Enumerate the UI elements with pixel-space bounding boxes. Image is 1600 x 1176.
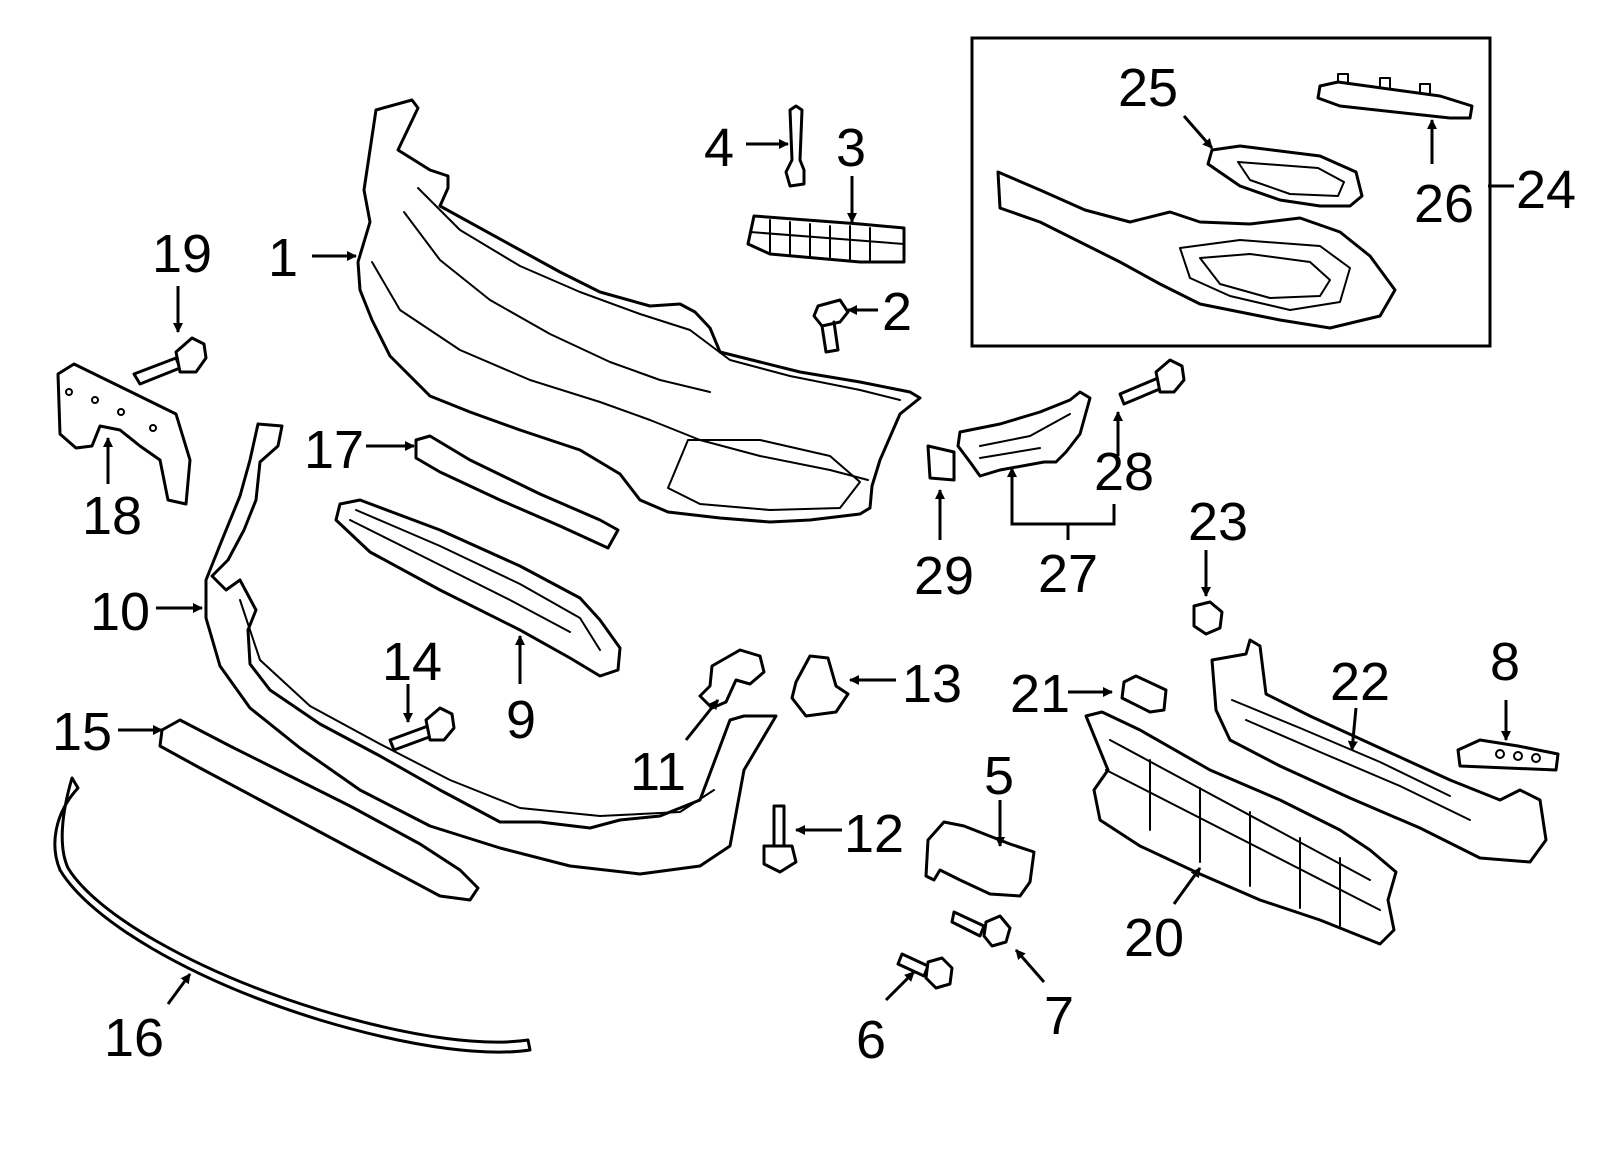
callout-6: 6	[856, 1010, 886, 1070]
air-guide-27-inner	[979, 413, 1071, 459]
callout-19: 19	[152, 224, 212, 284]
callout-8: 8	[1490, 632, 1520, 692]
grille-insert-inner-2	[1199, 253, 1331, 299]
callout-28: 28	[1094, 442, 1154, 502]
callout-18: 18	[82, 486, 142, 546]
air-guide-27-part	[956, 390, 1092, 478]
bracket-3-part	[746, 214, 906, 264]
deflector-15-part	[158, 718, 480, 902]
callout-4: 4	[704, 118, 734, 178]
bracket-3-ribs	[749, 219, 905, 263]
callout-2: 2	[882, 282, 912, 342]
callout-10: 10	[90, 582, 150, 642]
callout-26: 26	[1414, 174, 1474, 234]
callout-20: 20	[1124, 908, 1184, 968]
callout-25: 25	[1118, 58, 1178, 118]
lower-valance-10-inner	[239, 599, 715, 817]
clip-29-part	[926, 444, 956, 482]
callout-7: 7	[1044, 986, 1074, 1046]
lower-grille-9-inner	[349, 509, 601, 651]
callout-9: 9	[506, 690, 536, 750]
callout-23: 23	[1188, 492, 1248, 552]
bezel-bracket-part	[1316, 80, 1474, 120]
callout-24: 24	[1516, 160, 1576, 220]
bolt-12-part	[762, 804, 798, 874]
fog-lamp-bezel-part	[1206, 144, 1364, 208]
bracket-5-part	[924, 820, 1036, 898]
grille-insert-inner	[1179, 239, 1351, 311]
callout-17: 17	[304, 420, 364, 480]
leader-lines	[103, 115, 1514, 1005]
reinforcement-22-part	[1210, 638, 1548, 864]
inset-group-24	[970, 36, 1492, 348]
fog-lamp-bezel-inner	[1237, 161, 1345, 197]
bracket-8-holes	[1495, 749, 1541, 763]
bolt-2-part	[812, 298, 850, 354]
callout-labels: 1 2 3 4 5 6 7 8 9 10 11 12 13 14 15 16 1…	[52, 58, 1576, 1070]
clip-13-part	[790, 654, 850, 718]
energy-absorber-20-ribs	[1105, 739, 1381, 927]
callout-13: 13	[902, 654, 962, 714]
bracket-8-part	[1456, 738, 1560, 772]
callout-27: 27	[1038, 544, 1098, 604]
callout-14: 14	[382, 632, 442, 692]
bolt-14-part	[388, 706, 456, 752]
callout-22: 22	[1330, 652, 1390, 712]
lower-valance-10-part	[204, 422, 778, 876]
bolt-6-part	[896, 952, 954, 990]
callout-11: 11	[630, 742, 686, 802]
bolt-28-part	[1118, 358, 1186, 406]
push-pin-4-part	[784, 104, 806, 188]
callout-16: 16	[104, 1008, 164, 1068]
bolt-19-part	[132, 336, 208, 386]
callout-12: 12	[844, 804, 904, 864]
reinforcement-22-inner	[1231, 699, 1471, 821]
inset-frame	[970, 36, 1492, 348]
callout-29: 29	[914, 546, 974, 606]
screw-7-part	[950, 910, 1012, 948]
license-bracket-part	[56, 362, 192, 506]
grille-trim-17-part	[414, 434, 620, 550]
bezel-bracket-tabs	[1337, 73, 1431, 95]
callout-15: 15	[52, 702, 112, 762]
license-bracket-holes	[65, 388, 157, 432]
bumper-cover-part	[356, 98, 922, 524]
pad-21-part	[1120, 674, 1168, 714]
lower-grille-9-part	[334, 498, 622, 678]
bumper-cover-inner	[371, 187, 901, 511]
energy-absorber-20-part	[1084, 710, 1398, 946]
bracket-11-part	[698, 648, 766, 710]
callout-21: 21	[1010, 664, 1070, 724]
callout-5: 5	[984, 746, 1014, 806]
nut-23-part	[1192, 600, 1224, 636]
grille-insert-part	[996, 170, 1397, 330]
callout-1: 1	[268, 228, 298, 288]
callout-3: 3	[836, 118, 866, 178]
lip-strip-16-part	[53, 776, 532, 1054]
